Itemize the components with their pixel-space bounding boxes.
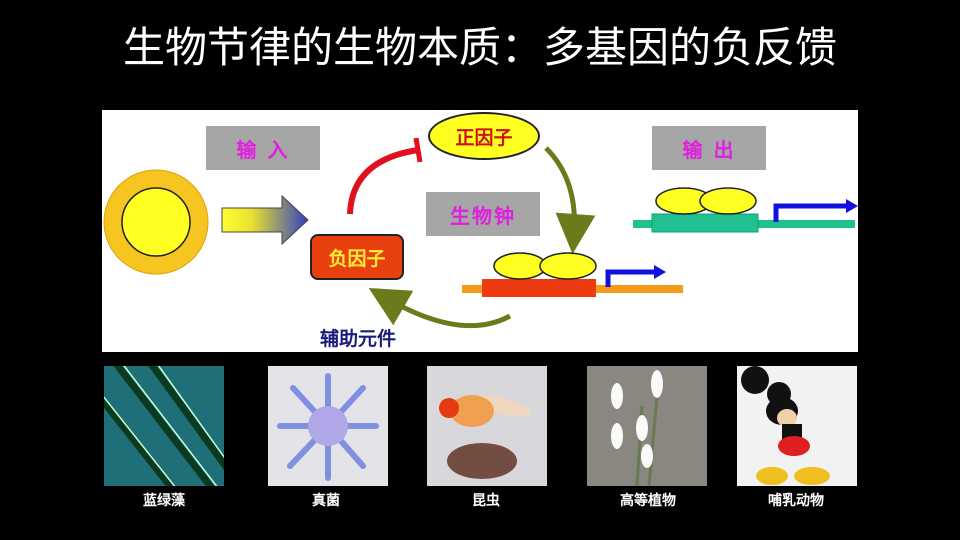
organism-label-insect: 昆虫 <box>472 493 500 509</box>
positive-factor: 正因子 <box>428 112 540 160</box>
input-label: 输 入 <box>206 126 320 170</box>
organism-label-mammal: 哺乳动物 <box>768 493 824 509</box>
activation-arrow <box>544 146 596 254</box>
negative-factor: 负因子 <box>310 234 404 280</box>
fruit-fly-image <box>427 366 547 486</box>
diagram-graphics <box>103 137 858 329</box>
organism-label-fungus: 真菌 <box>312 493 340 509</box>
cyanobacteria-image <box>104 366 224 486</box>
output-label: 输 出 <box>652 126 766 170</box>
slide-title: 生物节律的生物本质：多基因的负反馈 <box>122 23 837 72</box>
sun-icon <box>103 169 209 275</box>
feedback-arrow <box>368 287 512 329</box>
output-gene-dna <box>633 187 858 233</box>
organism-label-plant: 高等植物 <box>620 493 676 509</box>
flowering-plant-image <box>587 366 707 486</box>
organism-label-cyanobacteria: 蓝绿藻 <box>143 493 185 509</box>
auxiliary-element-label: 辅助元件 <box>320 328 397 350</box>
clock-label: 生物钟 <box>426 192 540 236</box>
mouse-cartoon-image <box>737 366 857 486</box>
feedback-diagram: 输 入 输 出 生物钟 正因子 负因子 辅助元件 <box>102 110 858 352</box>
fungus-image <box>268 366 388 486</box>
input-arrow <box>221 194 309 246</box>
clock-gene-dna <box>462 252 683 297</box>
inhibition-arc <box>347 147 419 215</box>
